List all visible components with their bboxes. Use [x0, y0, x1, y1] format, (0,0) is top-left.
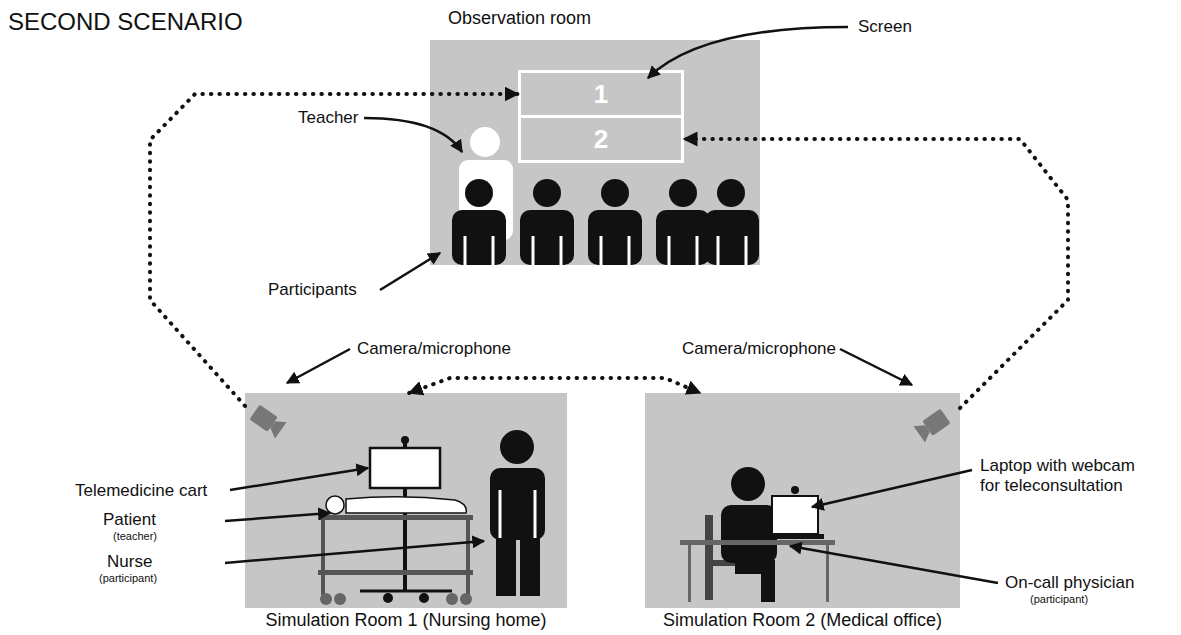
- screen-panel: 2: [518, 115, 684, 163]
- label-holder: Laptop with webcam for teleconsultation: [980, 456, 1156, 497]
- label-holder: (participant): [1030, 593, 1088, 606]
- label-holder: Camera/microphone: [682, 339, 836, 359]
- callout-label: Camera/microphone: [357, 339, 511, 359]
- title-holder: SECOND SCENARIO: [8, 8, 243, 36]
- role-note: (participant): [1030, 593, 1088, 606]
- dotted-connector: [684, 139, 1068, 408]
- callout-label: Telemedicine cart: [75, 481, 207, 501]
- label-holder: Telemedicine cart: [75, 481, 207, 501]
- room-name: Simulation Room 1 (Nursing home): [245, 611, 567, 631]
- nurse-figure: [490, 430, 545, 596]
- callout-label: Patient: [103, 510, 156, 530]
- panel-number: 1: [594, 80, 608, 109]
- desk-and-physician: [680, 467, 835, 602]
- camera-icon: [914, 408, 952, 443]
- panel-number: 2: [594, 125, 608, 154]
- label-holder: (teacher): [113, 530, 157, 543]
- participant-figures: [452, 179, 759, 265]
- label-holder: Screen: [858, 17, 912, 37]
- dotted-connector: [150, 94, 518, 406]
- callout-label: Teacher: [298, 108, 358, 128]
- callout-label: Nurse: [107, 552, 152, 572]
- callout-label: On-call physician: [1005, 573, 1134, 593]
- callout-label: Camera/microphone: [682, 339, 836, 359]
- label-holder: Patient: [103, 510, 156, 530]
- label-holder: Participants: [268, 280, 357, 300]
- dotted-connector: [409, 378, 700, 393]
- callout-label: Laptop with webcam for teleconsultation: [980, 456, 1156, 497]
- label-holder: (participant): [99, 572, 157, 585]
- role-note: (teacher): [113, 530, 157, 543]
- patient-figure: [326, 496, 466, 514]
- label-holder: Teacher: [298, 108, 358, 128]
- screen-panel: 1: [518, 70, 684, 118]
- camera-icon: [249, 404, 287, 439]
- label-holder: On-call physician: [1005, 573, 1134, 593]
- label-holder: Camera/microphone: [357, 339, 511, 359]
- leader-lines: [225, 27, 998, 583]
- bed: [318, 515, 473, 605]
- callout-label: Screen: [858, 17, 912, 37]
- role-note: (participant): [99, 572, 157, 585]
- room-name: Simulation Room 2 (Medical office): [645, 611, 960, 631]
- room-name: Observation room: [448, 9, 778, 29]
- label-holder: Nurse: [107, 552, 152, 572]
- diagram-title: SECOND SCENARIO: [8, 8, 243, 36]
- callout-label: Participants: [268, 280, 357, 300]
